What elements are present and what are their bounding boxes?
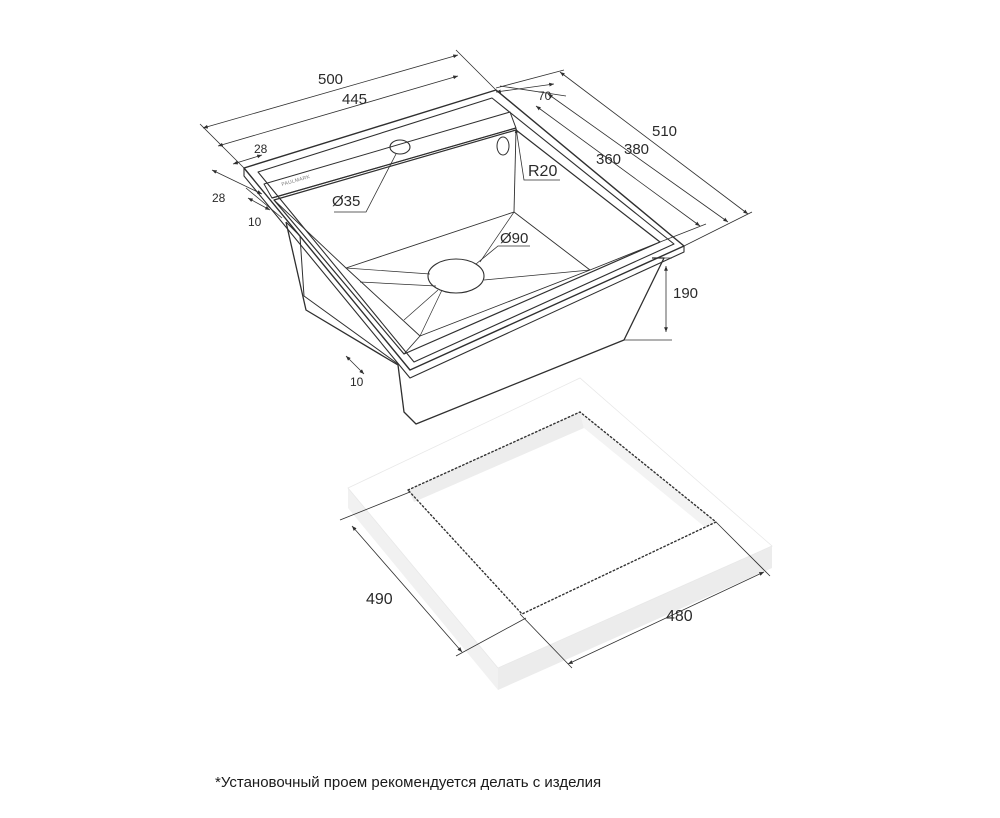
dim-line-490 [351,525,463,653]
sink-drawing [243,89,685,425]
dim-line-360 [535,105,701,227]
rear-ledge-front-edge [271,127,517,199]
drain-grooves [345,211,591,337]
label-overall-width: 500 [318,71,343,88]
countertop-dimension-lines [339,491,771,669]
bowl-edge-back-left [273,199,347,269]
cutout-back-wall [408,412,584,502]
bowl-edge-front-left [403,335,421,355]
sink-dimension-lines [199,49,753,375]
label-depth-380: 380 [624,141,649,158]
label-bowl-width: 445 [342,91,367,108]
brand-logo: PAULMARK [281,174,311,188]
label-overall-depth: 510 [652,123,677,140]
label-bowl-height: 190 [673,285,698,302]
dim-line-380 [547,93,729,223]
label-rim-top: 28 [254,142,268,156]
rim-inner [257,97,675,363]
label-rim-small-front: 10 [350,375,364,389]
dim-line-500 [202,54,459,129]
rear-ledge [263,111,517,199]
dim-line-70 [495,82,555,94]
dim-line-445 [217,75,459,147]
cutout-right-wall [580,412,716,528]
dim-line-480 [567,571,765,665]
installation-footnote: *Установочный проем рекомендуется делать… [215,774,602,791]
label-tap-hole: Ø35 [332,193,360,210]
label-cutout-width: 480 [666,608,693,625]
bowl-bottom [345,211,591,337]
tap-hole [389,139,411,155]
label-rim-left: 28 [212,191,226,205]
dim-line-28-top [232,154,263,165]
bowl-edge-back-right [513,129,517,213]
label-corner-radius: R20 [528,163,557,180]
sink-body-outline [285,221,665,425]
label-drain: Ø90 [500,230,528,247]
drain-hole [427,258,485,294]
dim-line-10-left [247,197,271,211]
sink-body-left-wall [285,221,399,365]
bowl-edge-front-right [589,241,661,271]
leader-d35 [334,153,397,213]
overflow-hole [496,136,510,156]
countertop [347,377,773,690]
label-rim-small-left: 10 [248,215,262,229]
label-cutout-depth: 490 [366,591,393,608]
dim-line-10-front [345,355,365,375]
dim-line-28-left [211,169,263,195]
leader-d90 [475,245,530,265]
leader-r20 [514,127,560,181]
label-rear-ledge: 70 [538,89,552,103]
label-depth-360: 360 [596,151,621,168]
